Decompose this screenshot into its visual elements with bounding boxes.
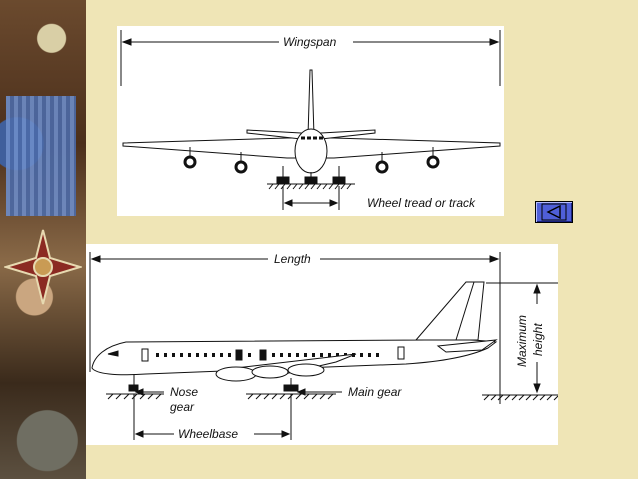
nose-label: Nose [170,385,198,399]
front-view-panel: Wingspan Wheel tread or track [117,26,504,216]
wheelbase-label: Wheelbase [178,427,238,441]
back-button[interactable] [535,201,573,223]
side-view-diagram: Length Maximum height Nose gear Main gea… [89,252,559,441]
maximum-label: Maximum [515,315,529,367]
main-gear-label: Main gear [348,385,402,399]
gear-label: gear [170,400,195,414]
triangle-left-icon [541,203,567,221]
decorative-collage [0,0,86,479]
height-label: height [531,323,545,356]
length-label: Length [274,252,311,266]
front-view-diagram: Wingspan Wheel tread or track [120,30,501,210]
wheel-tread-label: Wheel tread or track [367,196,476,210]
medal-cross-icon [4,229,82,305]
side-view-panel: Length Maximum height Nose gear Main gea… [86,244,559,445]
medal-ribbon [6,96,76,216]
wingspan-label: Wingspan [283,35,337,49]
